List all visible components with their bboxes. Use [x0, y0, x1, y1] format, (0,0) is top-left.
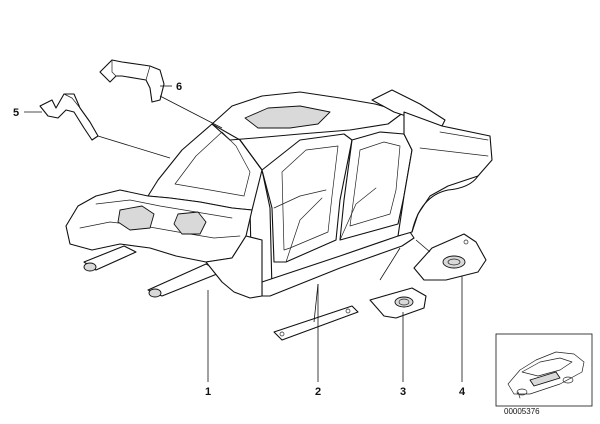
side-sill [261, 231, 415, 297]
callout-label-3: 3 [400, 386, 406, 398]
part-3-plate[interactable] [369, 287, 427, 319]
callout-label-4: 4 [459, 386, 466, 398]
car-body-shell[interactable] [65, 89, 493, 299]
rear-quarter-panel [397, 111, 493, 237]
leader-lines [24, 85, 463, 382]
callout-label-6: 6 [176, 81, 182, 93]
front-wheel-arch [205, 235, 263, 299]
part-6-bracket[interactable] [99, 59, 165, 103]
callout-label-5: 5 [13, 107, 19, 119]
strut-tower [117, 205, 155, 231]
rear-window-frame [371, 89, 446, 127]
reference-number: 00005376 [504, 407, 540, 416]
front-engine-bay [65, 189, 253, 263]
sunroof-opening [244, 105, 331, 129]
front-door-opening [261, 133, 353, 263]
rear-wheel-arch [411, 175, 479, 233]
part-2-plate[interactable] [273, 305, 359, 341]
callout-label-2: 2 [315, 386, 321, 398]
part-4-plate[interactable] [413, 233, 487, 281]
callout-label-1: 1 [205, 386, 211, 398]
vehicle-thumbnail [495, 333, 593, 407]
part-5-bracket[interactable] [39, 93, 99, 141]
